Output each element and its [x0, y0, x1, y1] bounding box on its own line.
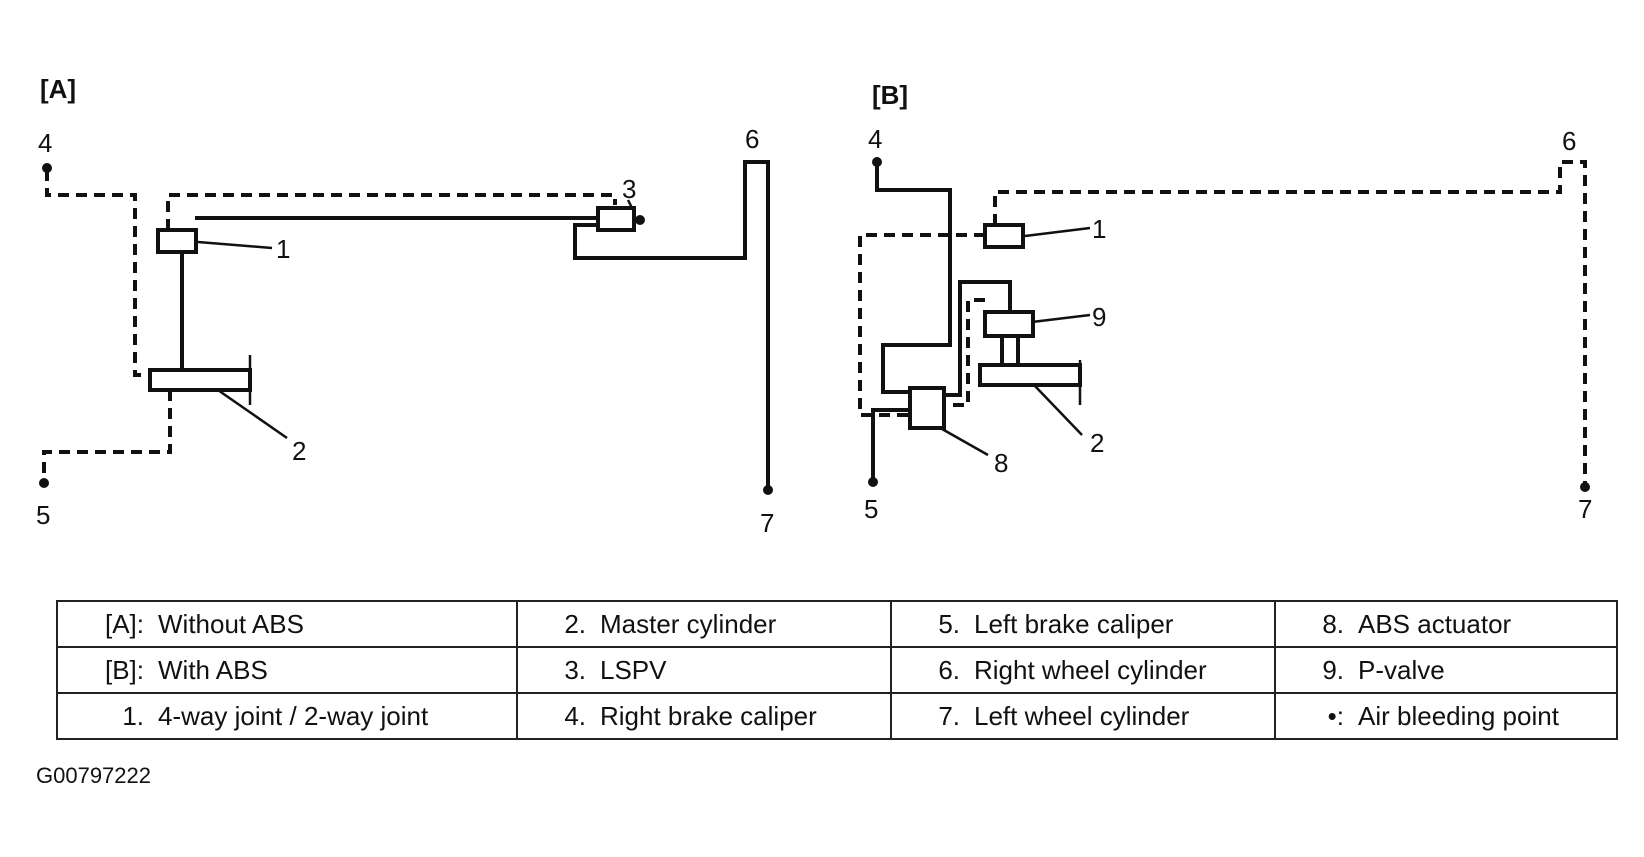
legend-cell: 5. Left brake caliper — [890, 600, 1276, 648]
legend-cell: 4. Right brake caliper — [516, 692, 892, 740]
legend-cell: 3. LSPV — [516, 646, 892, 694]
bleed-point-7-a — [763, 485, 773, 495]
legend-key: 4. — [564, 700, 586, 731]
panel-b-label: [B] — [872, 80, 908, 110]
legend-row: [A]: Without ABS 2. Master cylinder 5. Left… — [56, 600, 1618, 648]
legend-text: Master cylinder — [600, 608, 777, 639]
legend-cell: 2. Master cylinder — [516, 600, 892, 648]
legend-key: 5. — [938, 608, 960, 639]
brake-line-diagram: [A] 4 5 1 2 3 6 7 [B] — [36, 74, 1592, 538]
bleed-point-4-a — [42, 163, 52, 173]
callout-6-b: 6 — [1562, 126, 1576, 156]
four-way-joint-a — [156, 228, 198, 254]
bleed-point-5-b — [868, 477, 878, 487]
legend-key: 8. — [1322, 608, 1344, 639]
panel-a-lines — [42, 160, 770, 488]
callout-7-b: 7 — [1578, 494, 1592, 524]
legend-text: Left brake caliper — [974, 608, 1174, 639]
legend-key: 6. — [938, 654, 960, 685]
callout-1-a: 1 — [276, 234, 290, 264]
callout-6-a: 6 — [745, 124, 759, 154]
bleed-point-5-a — [39, 478, 49, 488]
abs-actuator — [908, 386, 946, 430]
master-cylinder-b — [978, 363, 1082, 387]
bleed-point-7-b — [1580, 482, 1590, 492]
legend-cell: 7. Left wheel cylinder — [890, 692, 1276, 740]
callout-7-a: 7 — [760, 508, 774, 538]
legend-cell: [A]: Without ABS — [56, 600, 518, 648]
legend-cell: 9. P-valve — [1274, 646, 1618, 694]
legend-text: Left wheel cylinder — [974, 700, 1190, 731]
legend-cell: 8. ABS actuator — [1274, 600, 1618, 648]
legend-text: Without ABS — [158, 608, 304, 639]
legend-key: 1. — [122, 700, 144, 731]
legend-text: Right wheel cylinder — [974, 654, 1207, 685]
legend-cell: [B]: With ABS — [56, 646, 518, 694]
callout-5-a: 5 — [36, 500, 50, 530]
legend-text: ABS actuator — [1358, 608, 1512, 639]
two-way-joint-b — [983, 223, 1025, 249]
legend-text: LSPV — [600, 654, 667, 685]
lspv — [596, 206, 636, 232]
legend-cell: 1. 4-way joint / 2-way joint — [56, 692, 518, 740]
legend-key: •: — [1327, 700, 1344, 731]
callout-8-b: 8 — [994, 448, 1008, 478]
legend-row: [B]: With ABS 3. LSPV 6. Right wheel cylind… — [56, 646, 1618, 694]
legend-text: Air bleeding point — [1358, 700, 1559, 731]
panel-b-lines — [858, 160, 1587, 485]
bleed-point-4-b — [872, 157, 882, 167]
figure-id: G00797222 — [36, 763, 151, 788]
legend-row: 1. 4-way joint / 2-way joint 4. Right brak… — [56, 692, 1618, 740]
callout-1-b: 1 — [1092, 214, 1106, 244]
legend-key: 3. — [564, 654, 586, 685]
callout-4-b: 4 — [868, 124, 882, 154]
legend-cell: 6. Right wheel cylinder — [890, 646, 1276, 694]
legend-text: 4-way joint / 2-way joint — [158, 700, 429, 731]
callout-4-a: 4 — [38, 128, 52, 158]
master-cylinder-a — [148, 368, 252, 392]
callout-3-a: 3 — [622, 174, 636, 204]
legend-text: P-valve — [1358, 654, 1445, 685]
legend-text: With ABS — [158, 654, 268, 685]
callout-2-a: 2 — [292, 436, 306, 466]
legend-key: [A]: — [104, 608, 144, 639]
legend-key: 2. — [564, 608, 586, 639]
legend-table: [A]: Without ABS 2. Master cylinder 5. Left… — [56, 600, 1618, 740]
callout-5-b: 5 — [864, 494, 878, 524]
callout-9-b: 9 — [1092, 302, 1106, 332]
p-valve — [983, 310, 1035, 338]
legend-text: Right brake caliper — [600, 700, 817, 731]
callout-2-b: 2 — [1090, 428, 1104, 458]
bleed-point-lspv — [635, 215, 645, 225]
legend-key: 7. — [938, 700, 960, 731]
legend-cell: •: Air bleeding point — [1274, 692, 1618, 740]
panel-a-label: [A] — [40, 74, 76, 104]
legend-key: 9. — [1322, 654, 1344, 685]
legend-key: [B]: — [104, 654, 144, 685]
